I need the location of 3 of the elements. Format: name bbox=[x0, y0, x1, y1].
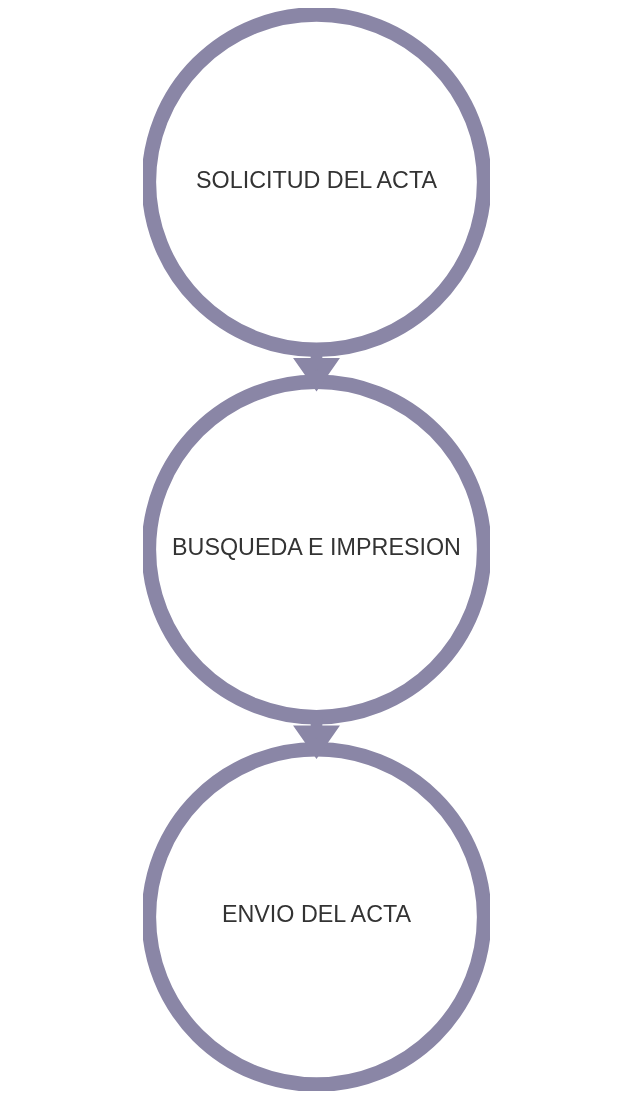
node-circle: BUSQUEDA E IMPRESION bbox=[142, 374, 490, 725]
node-circle: ENVIO DEL ACTA bbox=[142, 741, 490, 1091]
node-circle: SOLICITUD DEL ACTA bbox=[142, 8, 490, 358]
